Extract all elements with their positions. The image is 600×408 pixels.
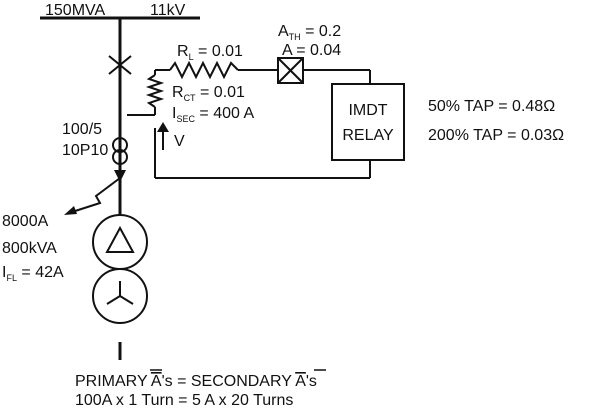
source-kv-label: 11kV: [150, 2, 186, 19]
lead-resistance-label: RL = 0.01: [177, 43, 243, 62]
a-bar-2: A: [295, 373, 306, 390]
ct-resistance-label: RCT = 0.01: [172, 84, 245, 103]
tap-200-label: 200% TAP = 0.03Ω: [428, 127, 564, 144]
transformer-ifl-label: IFL = 42A: [2, 264, 64, 283]
ammeter-icon: [277, 57, 304, 84]
a-bar-1: A: [151, 373, 162, 390]
secondary-current-label: ISEC = 400 A: [172, 105, 254, 124]
relay-line1: IMDT: [348, 102, 387, 119]
current-transformer-icon: [112, 137, 128, 165]
ct-ratio-label: 100/5: [62, 121, 102, 138]
footer-line1: PRIMARY A's = SECONDARY A's: [75, 373, 317, 390]
circuit-breaker-icon: [108, 55, 132, 75]
fault-current-label: 8000A: [2, 213, 49, 230]
footer-line2: 100A x 1 Turn = 5 A x 20 Turns: [75, 392, 293, 408]
ammeter-value-label: A = 0.04: [282, 42, 341, 59]
voltage-arrow-icon: [157, 122, 169, 150]
relay-box: [331, 83, 405, 161]
current-direction-arrow: [114, 170, 126, 182]
ammeter-threshold-label: ATH = 0.2: [278, 23, 341, 42]
ct-resistor-icon: [145, 74, 165, 108]
transformer-rating-label: 800kVA: [2, 240, 57, 257]
fault-arrow-icon: [64, 177, 121, 215]
tap-50-label: 50% TAP = 0.48Ω: [428, 98, 555, 115]
source-mva-label: 150MVA: [45, 2, 106, 19]
relay-line2: RELAY: [342, 127, 394, 144]
voltage-label: V: [174, 133, 185, 150]
ct-class-label: 10P10: [62, 142, 108, 159]
transformer-icon: [92, 214, 148, 324]
secondary-circuit: [127, 69, 371, 179]
lead-resistor-icon: [169, 60, 239, 80]
